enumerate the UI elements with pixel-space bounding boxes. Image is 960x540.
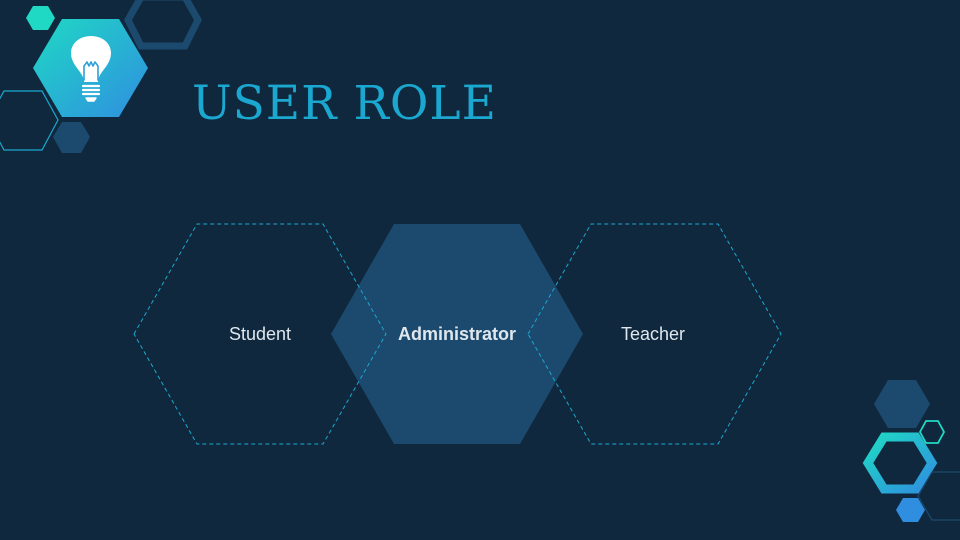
student-hexagon: [133, 223, 387, 445]
teacher-hexagon: [527, 223, 782, 445]
top-left-hexagon-decoration: [0, 0, 202, 153]
role-label-administrator: Administrator: [397, 324, 517, 344]
gradient-ring-hexagon: [862, 432, 938, 494]
role-label-teacher: Teacher: [620, 324, 686, 344]
small-blue-filled-hexagon: [896, 498, 925, 522]
administrator-hexagon: [331, 224, 583, 444]
small-blue-hexagon: [53, 122, 90, 153]
blue-hexagon-bottom-right: [874, 380, 930, 428]
small-teal-hexagon: [26, 6, 55, 30]
small-teal-outline-hexagon: [918, 420, 946, 444]
role-label-student: Student: [228, 324, 292, 344]
lightbulb-icon: [71, 36, 111, 102]
outline-hexagon-bottom-right: [917, 471, 960, 521]
outline-hexagon-top: [124, 0, 202, 50]
outline-hexagon-left: [0, 90, 59, 151]
page-title: USER ROLE: [192, 76, 497, 131]
